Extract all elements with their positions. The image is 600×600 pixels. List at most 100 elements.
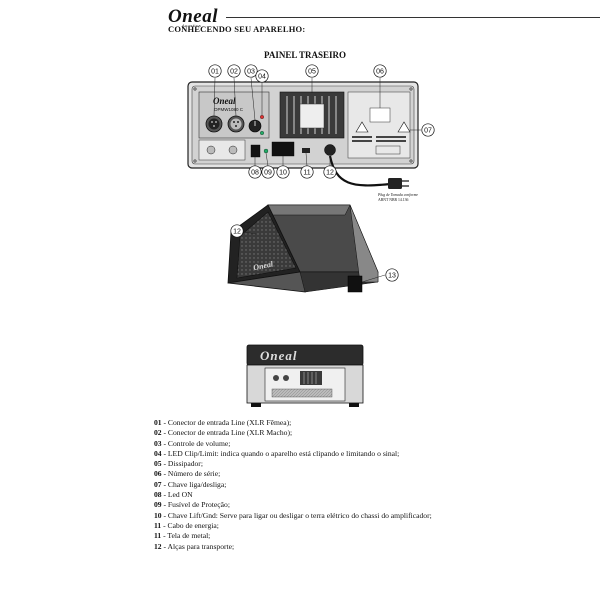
legend-text: Fusível de Proteção; (167, 500, 230, 510)
svg-text:01: 01 (211, 69, 219, 76)
callout-09: 09 (261, 165, 275, 179)
legend-item: 11 - Cabo de energia; (154, 520, 219, 530)
label-area (347, 91, 411, 159)
callout-10: 10 (276, 165, 290, 179)
brand-logo: Oneal (168, 6, 218, 27)
monitor-back-diagram: Oneal (246, 344, 364, 407)
legend-item: 02 - Conector de entrada Line (XLR Macho… (154, 428, 293, 438)
legend-number: 10 (154, 510, 162, 520)
page-header: Oneal Acustica (168, 6, 600, 32)
monitor-iso-diagram: Oneal (227, 204, 386, 293)
header-rule (226, 17, 600, 18)
svg-text:03: 03 (247, 69, 255, 76)
legend-number: 03 (154, 438, 162, 448)
callout-01: 01 (208, 64, 222, 78)
callout-08: 08 (248, 165, 262, 179)
legend-number: 11 (154, 531, 162, 541)
panel-logo: Oneal (213, 96, 236, 106)
legend-item: 04 - LED Clip/Limit: indica quando o apa… (154, 448, 400, 458)
legend-item: 01 - Conector de entrada Line (XLR Fêmea… (154, 418, 292, 427)
legend-item: 07 - Chave liga/desliga; (154, 479, 227, 489)
svg-text:12: 12 (233, 229, 241, 236)
grille-logo: Oneal (252, 259, 274, 272)
back-logo: Oneal (260, 348, 298, 363)
panel-model: OPMW1080 C (214, 107, 244, 112)
callout-05: 05 (305, 64, 319, 78)
plug-note-line2: ABNT NBR 14.136 (378, 198, 409, 202)
legend-text: Alças para transporte; (167, 541, 235, 551)
callout-02: 02 (227, 64, 241, 78)
limit-led (260, 131, 264, 135)
legend-text: Conector de entrada Line (XLR Macho); (167, 428, 293, 438)
svg-text:11: 11 (303, 170, 310, 177)
legend-item: 09 - Fusível de Proteção; (154, 500, 230, 510)
callout-12: 12 (323, 165, 337, 179)
svg-text:12: 12 (326, 170, 334, 177)
callout-03: 03 (244, 64, 258, 78)
legend-item: 03 - Controle de volume; (154, 438, 231, 448)
clip-led (260, 115, 264, 119)
power-switch (250, 144, 261, 158)
legend-text: Tela de metal; (167, 531, 211, 541)
plug-note-line1: Plug de Tomada conforme (377, 193, 418, 197)
volume-knob (248, 119, 262, 133)
power-inlet (324, 144, 336, 156)
legend-text: Chave liga/desliga; (167, 479, 227, 489)
svg-text:07: 07 (424, 128, 432, 135)
legend-text: LED Clip/Limit: indica quando o aparelho… (167, 448, 400, 458)
callout-11: 11 (300, 165, 314, 179)
legend-item: 12 - Alças para transporte; (154, 541, 235, 551)
legend-number: 05 (154, 459, 162, 469)
section-heading: CONHECENDO SEU APARELHO: (168, 24, 306, 34)
legend-text: Conector de entrada Line (XLR Fêmea); (167, 418, 292, 427)
svg-text:04: 04 (258, 74, 266, 81)
warning-icons (355, 121, 411, 133)
callout-04: 04 (255, 69, 269, 83)
svg-text:06: 06 (376, 69, 384, 76)
svg-text:02: 02 (230, 69, 238, 76)
svg-text:05: 05 (308, 69, 316, 76)
legend-text: Led ON (167, 490, 193, 500)
rear-panel-diagram: Oneal OPMW1080 C (187, 77, 421, 202)
brand-sub: Acustica (182, 23, 202, 28)
callout-12: 12 (230, 224, 244, 238)
serial-number-label (369, 107, 391, 123)
legend-text: Dissipador; (167, 459, 203, 469)
xlr-female-connector (205, 115, 223, 133)
svg-text:09: 09 (264, 170, 272, 177)
legend-number: 06 (154, 469, 162, 479)
xlr-male-connector (227, 115, 245, 133)
fuse-holder (271, 141, 295, 157)
legend-text: Número de série; (167, 469, 221, 479)
iso-callouts: 12 13 (230, 224, 399, 282)
svg-text:13: 13 (388, 273, 396, 280)
callout-13: 13 (385, 268, 399, 282)
legend-text: Controle de volume; (167, 438, 231, 448)
callout-06: 06 (373, 64, 387, 78)
parts-legend: 01 - Conector de entrada Line (XLR Fêmea… (154, 418, 464, 552)
svg-text:10: 10 (279, 170, 287, 177)
legend-text: Cabo de energia; (167, 520, 219, 530)
svg-text:08: 08 (251, 170, 259, 177)
legend-number: 04 (154, 448, 162, 458)
power-plug (388, 178, 409, 189)
on-led (263, 148, 269, 154)
legend-number: 07 (154, 479, 162, 489)
legend-number: 08 (154, 490, 162, 500)
callout-07: 07 (421, 123, 435, 137)
legend-item: 10 - Chave Lift/Gnd: Serve para ligar ou… (154, 510, 432, 520)
legend-item: 08 - Led ON (154, 490, 193, 500)
rear-callout-leaders (213, 77, 421, 167)
legend-number: 09 (154, 500, 162, 510)
legend-number: 11 (154, 520, 162, 530)
legend-number: 01 (154, 418, 162, 427)
legend-item: 11 - Tela de metal; (154, 531, 211, 541)
legend-text: Chave Lift/Gnd: Serve para ligar ou desl… (167, 510, 432, 520)
carry-handle (347, 275, 363, 293)
lift-gnd-switch (302, 148, 310, 153)
legend-item: 05 - Dissipador; (154, 459, 203, 469)
power-cable (328, 155, 391, 187)
panel-screws (193, 87, 413, 163)
rear-panel-title: PAINEL TRASEIRO (264, 50, 346, 60)
